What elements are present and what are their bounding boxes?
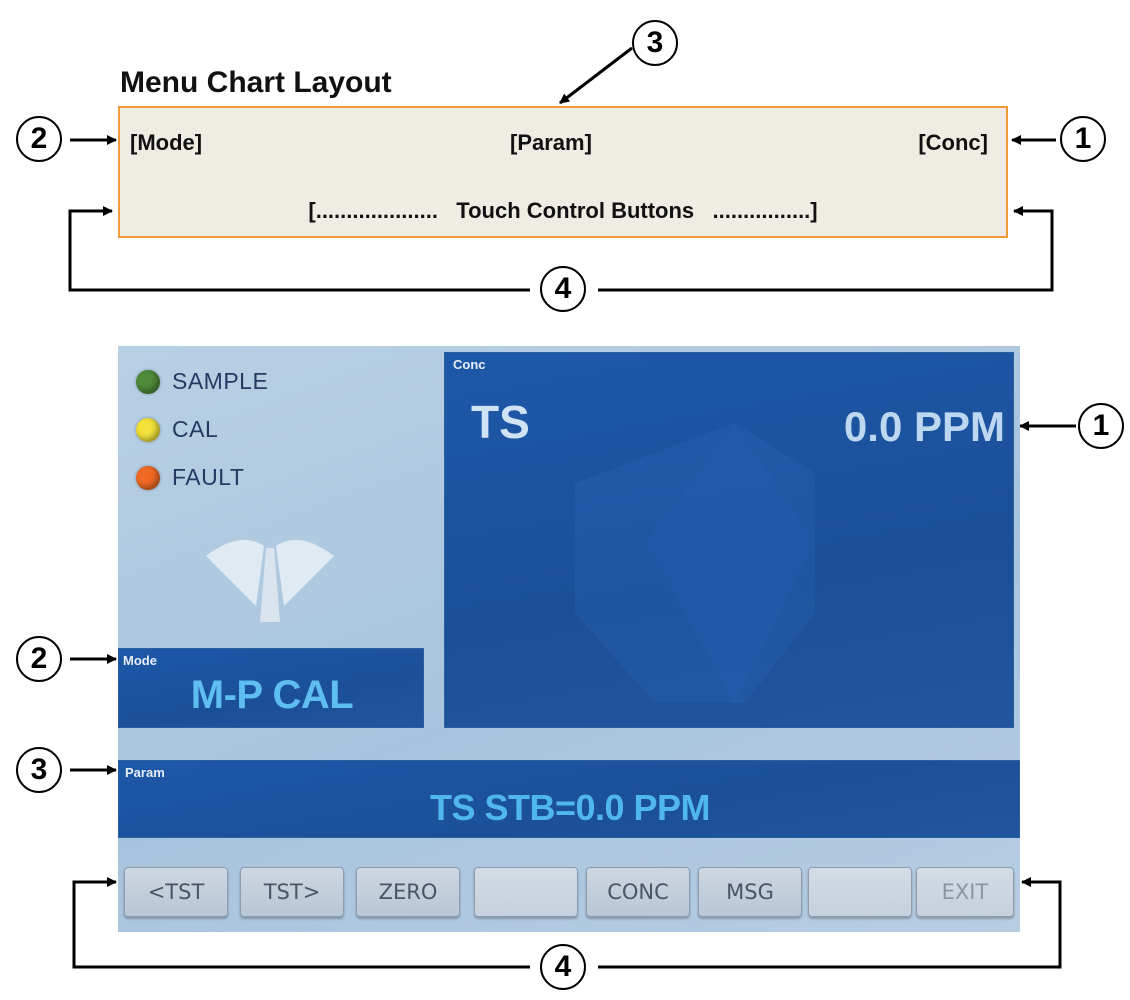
mode-panel: Mode M-P CAL <box>118 648 424 728</box>
chart-title: Menu Chart Layout <box>120 66 392 99</box>
background-logo-watermark <box>575 423 815 703</box>
bracket-4-top-right <box>598 206 1054 292</box>
instrument-screen: SAMPLE CAL FAULT Conc TS 0.0 PPM Mode M-… <box>118 346 1020 932</box>
param-value: TS STB=0.0 PPM <box>429 787 711 828</box>
mode-panel-label: Mode <box>123 653 157 668</box>
led-sample-label: SAMPLE <box>172 368 269 394</box>
led-cal-label: CAL <box>172 416 219 442</box>
conc-panel: Conc TS 0.0 PPM <box>444 352 1014 728</box>
tst-prev-button[interactable]: <TST <box>124 867 228 917</box>
callout-3-top: 3 <box>632 20 678 66</box>
led-cal: CAL <box>136 416 218 443</box>
bracket-4-screen-right <box>598 877 1062 969</box>
led-fault-label: FAULT <box>172 464 245 490</box>
callout-2-screen: 2 <box>16 636 62 682</box>
company-logo-icon <box>206 539 334 622</box>
blank-button-7[interactable] <box>808 867 912 917</box>
callout-4-screen: 4 <box>540 944 586 990</box>
conc-value: 0.0 PPM <box>843 403 1005 450</box>
zero-button[interactable]: ZERO <box>356 867 460 917</box>
bracket-4-screen-left <box>72 877 530 969</box>
led-sample: SAMPLE <box>136 368 268 395</box>
arrow-3-top <box>559 46 633 105</box>
param-field-label: [Param] <box>510 130 592 155</box>
exit-button[interactable]: EXIT <box>916 867 1014 917</box>
conc-panel-label: Conc <box>453 357 486 372</box>
callout-1-top: 1 <box>1060 116 1106 162</box>
blank-button-4[interactable] <box>474 867 578 917</box>
callout-1-screen: 1 <box>1078 403 1124 449</box>
cal-led-icon <box>136 417 160 442</box>
mode-field-label: [Mode] <box>130 130 203 155</box>
param-panel-label: Param <box>125 765 165 780</box>
param-panel: Param TS STB=0.0 PPM <box>118 760 1020 838</box>
tst-next-button[interactable]: TST> <box>240 867 344 917</box>
led-fault: FAULT <box>136 464 244 491</box>
conc-gas-name: TS <box>471 396 530 448</box>
conc-field-label: [Conc] <box>918 130 988 155</box>
callout-4-top: 4 <box>540 266 586 312</box>
callout-3-screen: 3 <box>16 747 62 793</box>
msg-button[interactable]: MSG <box>698 867 802 917</box>
menu-layout-box: [Mode] [Param] [Conc] [.................… <box>118 106 1008 238</box>
conc-button[interactable]: CONC <box>586 867 690 917</box>
sample-led-icon <box>136 369 160 394</box>
mode-value: M-P CAL <box>190 673 354 717</box>
fault-led-icon <box>136 465 160 490</box>
bracket-4-top-left <box>68 206 530 292</box>
callout-2-top: 2 <box>16 116 62 162</box>
touch-buttons-line: [.................... Touch Control Butt… <box>308 198 818 223</box>
